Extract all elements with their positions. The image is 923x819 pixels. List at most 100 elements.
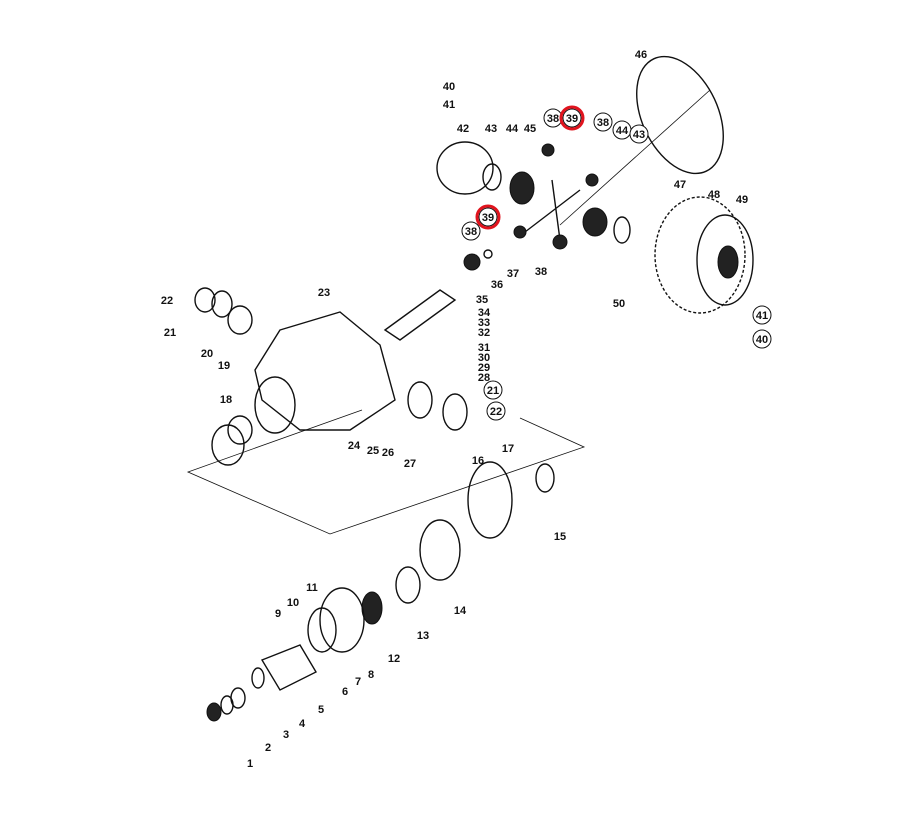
callout-21: 21 — [164, 327, 176, 339]
callout-33: 33 — [478, 317, 490, 329]
callout-number: 40 — [443, 81, 455, 93]
callout-5: 5 — [318, 704, 324, 716]
callout-number: 21 — [487, 385, 499, 397]
callout-number: 13 — [417, 630, 429, 642]
assembly-boundary — [186, 409, 586, 535]
callout-22: 22 — [161, 295, 173, 307]
pinion-shaft-spider — [513, 143, 599, 250]
callout-number: 3 — [283, 729, 289, 741]
callout-23: 23 — [318, 287, 330, 299]
callout-39: 39 — [475, 204, 501, 230]
callout-number: 4 — [299, 718, 306, 730]
callout-47: 47 — [674, 179, 686, 191]
callout-number: 44 — [506, 123, 519, 135]
callout-39: 39 — [559, 105, 585, 131]
diff-case-half — [436, 141, 494, 195]
callout-number: 49 — [736, 194, 748, 206]
callout-number: 38 — [597, 117, 609, 129]
callout-number: 28 — [478, 372, 490, 384]
callout-29: 29 — [478, 362, 490, 374]
callout-45: 45 — [524, 123, 536, 135]
callout-40: 40 — [752, 329, 772, 349]
callout-26: 26 — [382, 447, 394, 459]
callout-number: 42 — [457, 123, 469, 135]
callout-34: 34 — [478, 307, 491, 319]
callout-number: 17 — [502, 443, 514, 455]
callout-number: 47 — [674, 179, 686, 191]
callout-circle — [752, 305, 772, 325]
callout-number: 35 — [476, 294, 488, 306]
callout-21: 21 — [483, 380, 503, 400]
callout-number: 6 — [342, 686, 348, 698]
callout-25: 25 — [367, 445, 379, 457]
callout-circle — [461, 221, 481, 241]
callout-number: 48 — [708, 189, 720, 201]
callout-16: 16 — [472, 455, 484, 467]
callout-9: 9 — [275, 608, 281, 620]
callout-number: 33 — [478, 317, 490, 329]
callout-10: 10 — [287, 597, 299, 609]
callout-number: 27 — [404, 458, 416, 470]
callout-number: 43 — [633, 129, 645, 141]
callout-2: 2 — [265, 742, 271, 754]
callout-41: 41 — [443, 99, 455, 111]
highlight-ring — [475, 204, 501, 230]
callout-44: 44 — [506, 123, 519, 135]
drive-pinion — [383, 289, 457, 341]
callout-circle — [483, 380, 503, 400]
callout-number: 50 — [613, 298, 625, 310]
callout-number: 44 — [616, 125, 629, 137]
callout-number: 39 — [566, 113, 578, 125]
callout-number: 20 — [201, 348, 213, 360]
callout-40: 40 — [443, 81, 455, 93]
callout-number: 16 — [472, 455, 484, 467]
callout-35: 35 — [476, 294, 488, 306]
callout-number: 38 — [535, 266, 547, 278]
callout-circle — [478, 207, 498, 227]
callout-30: 30 — [478, 352, 490, 364]
callout-number: 30 — [478, 352, 490, 364]
callout-22: 22 — [486, 401, 506, 421]
callout-18: 18 — [220, 394, 232, 406]
callout-4: 4 — [299, 718, 306, 730]
callout-43: 43 — [629, 124, 649, 144]
callout-number: 41 — [443, 99, 455, 111]
callout-41: 41 — [752, 305, 772, 325]
callout-number: 7 — [355, 676, 361, 688]
callout-number: 1 — [247, 758, 253, 770]
callout-number: 46 — [635, 49, 647, 61]
callout-19: 19 — [218, 360, 230, 372]
callout-27: 27 — [404, 458, 416, 470]
callout-31: 31 — [478, 342, 490, 354]
callout-number: 32 — [478, 327, 490, 339]
callout-43: 43 — [485, 123, 497, 135]
callout-number: 19 — [218, 360, 230, 372]
parts-drawing — [186, 55, 754, 722]
callout-number: 22 — [490, 406, 502, 418]
callout-number: 24 — [348, 440, 361, 452]
callout-32: 32 — [478, 327, 490, 339]
companion-flange — [260, 644, 317, 691]
callout-50: 50 — [613, 298, 625, 310]
callout-number: 39 — [482, 212, 494, 224]
callout-36: 36 — [491, 279, 503, 291]
side-gear — [509, 171, 535, 205]
callout-number: 14 — [454, 605, 467, 617]
callout-number: 38 — [465, 226, 477, 238]
callout-number: 29 — [478, 362, 490, 374]
callout-17: 17 — [502, 443, 514, 455]
callout-number: 8 — [368, 669, 374, 681]
differential-case — [696, 214, 754, 306]
callout-37: 37 — [507, 268, 519, 280]
callout-28: 28 — [478, 372, 490, 384]
callout-11: 11 — [306, 582, 318, 594]
callout-number: 41 — [756, 310, 768, 322]
callout-number: 21 — [164, 327, 176, 339]
highlight-ring — [559, 105, 585, 131]
callout-number: 40 — [756, 334, 768, 346]
callout-number: 11 — [306, 582, 318, 594]
callout-number: 38 — [547, 113, 559, 125]
callout-number: 25 — [367, 445, 379, 457]
callout-46: 46 — [635, 49, 647, 61]
